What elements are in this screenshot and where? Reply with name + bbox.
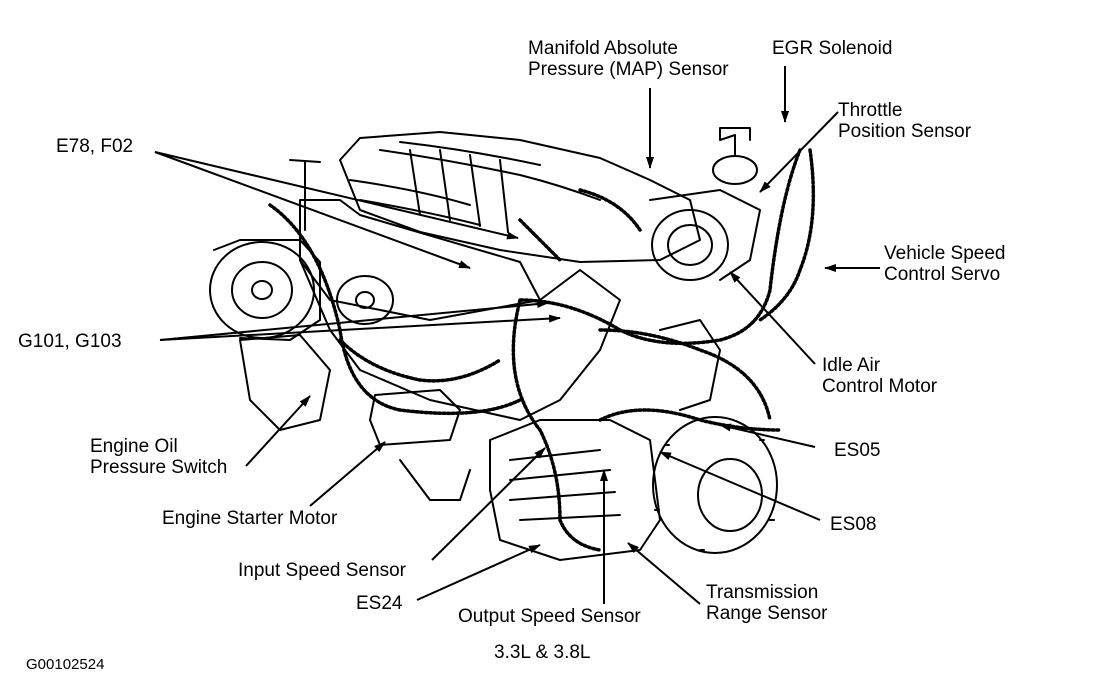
oil-filter-area: [239, 334, 331, 431]
label-es05: ES05: [834, 440, 881, 461]
label-engine-oil-pressure-switch: Engine Oil Pressure Switch: [90, 436, 228, 478]
leader-es05: [719, 423, 816, 448]
throttle-body: [651, 209, 729, 281]
starter-bracket: [399, 459, 471, 501]
label-idle-air-control-motor: Idle Air Control Motor: [822, 355, 938, 397]
throttle-linkage: [649, 189, 761, 281]
plenum-ribs: [409, 149, 509, 233]
leader-input-speed: [431, 447, 546, 561]
leader-e78-1: [154, 151, 471, 269]
leader-trans-range: [627, 542, 701, 605]
transaxle-case: [489, 419, 661, 561]
transaxle-cover-inner: [697, 458, 763, 532]
transaxle-cover: [652, 416, 778, 554]
leader-es24: [416, 544, 541, 601]
caption-engine-size: 3.3L & 3.8L: [494, 642, 591, 663]
leader-g101-2: [159, 314, 561, 341]
label-transmission-range-sensor: Transmission Range Sensor: [706, 582, 828, 624]
starter-motor: [369, 389, 461, 446]
leader-oil-pressure: [245, 395, 311, 467]
throttle-bore: [667, 224, 713, 266]
label-vehicle-speed-control-servo: Vehicle Speed Control Servo: [884, 243, 1006, 285]
leader-e78-2: [154, 151, 519, 240]
egr-valve: [712, 155, 758, 185]
label-input-speed-sensor: Input Speed Sensor: [238, 560, 406, 581]
pulley-bracket: [213, 239, 321, 341]
leader-es08: [659, 451, 821, 521]
idler-hub: [355, 291, 375, 309]
mount-bracket: [659, 319, 721, 411]
transaxle-ribs: [509, 449, 621, 521]
front-pulley-inner: [231, 261, 293, 319]
label-throttle-position-sensor: Throttle Position Sensor: [838, 100, 972, 142]
engine-block: [299, 259, 621, 421]
label-output-speed-sensor: Output Speed Sensor: [458, 606, 641, 627]
label-es08: ES08: [830, 514, 877, 535]
label-e78-f02: E78, F02: [56, 136, 134, 157]
oil-dipstick: [289, 159, 321, 231]
label-g101-g103: G101, G103: [18, 331, 122, 352]
intake-runners: [349, 141, 601, 226]
leader-starter: [309, 441, 386, 507]
label-map-sensor: Manifold Absolute Pressure (MAP) Sensor: [528, 38, 729, 80]
leader-throttle-position: [759, 111, 839, 193]
idler-pulley: [336, 275, 394, 325]
wiring-harness: [268, 148, 816, 552]
transaxle-bolts: [654, 439, 775, 551]
leader-lines: [154, 66, 880, 605]
leader-idle-air: [729, 271, 816, 365]
figure-id: G00102524: [26, 656, 105, 673]
front-pulley-outer: [209, 241, 315, 339]
front-pulley-hub: [251, 280, 273, 300]
label-egr-solenoid: EGR Solenoid: [772, 38, 893, 59]
intake-plenum: [339, 131, 701, 263]
label-engine-starter-motor: Engine Starter Motor: [162, 508, 338, 529]
label-es24: ES24: [356, 593, 403, 614]
egr-stem: [719, 127, 751, 156]
leader-g101-1: [159, 300, 549, 341]
